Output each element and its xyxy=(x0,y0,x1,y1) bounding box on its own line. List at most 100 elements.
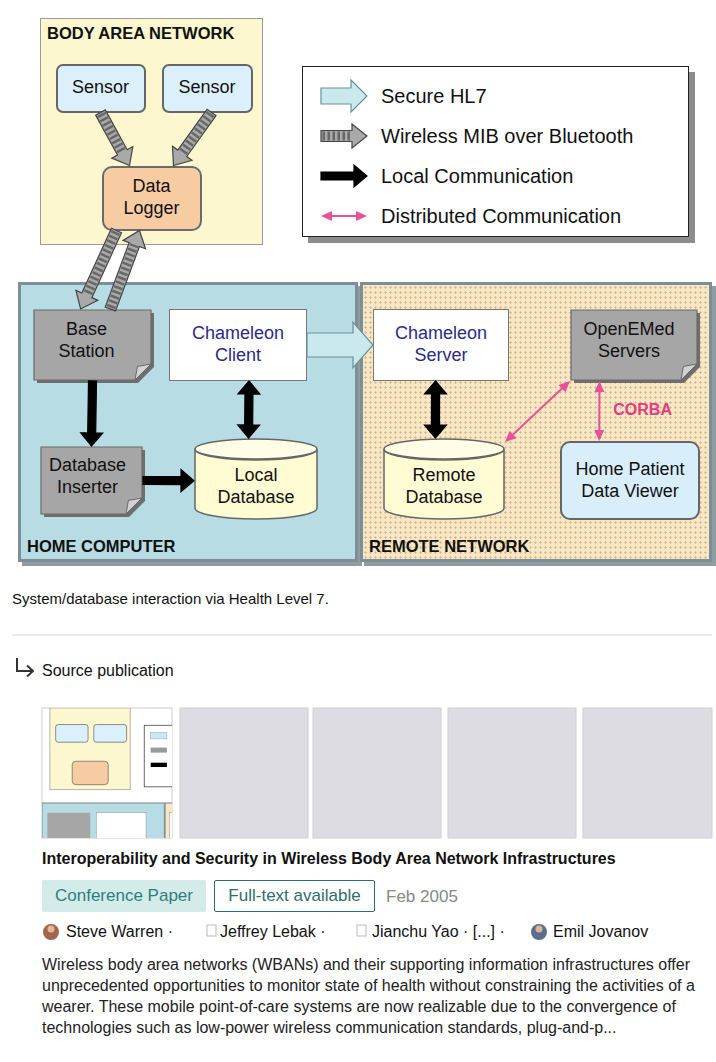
document-box: Database Inserter xyxy=(40,446,143,515)
node-label: Database Inserter xyxy=(46,455,129,498)
node-label: Base Station xyxy=(43,319,130,362)
node-label: Sensor xyxy=(72,77,129,99)
block-arrow xyxy=(143,470,194,492)
block-arrow xyxy=(238,381,260,438)
thumbnail-placeholder xyxy=(180,708,308,838)
legend-row: Secure HL7 xyxy=(303,76,683,116)
author-name: Emil Jovanov xyxy=(553,922,648,942)
legend-text: Wireless MIB over Bluetooth xyxy=(381,125,633,148)
remote-band: REMOTE NETWORK Chameleon Server OpenEMed S… xyxy=(360,282,712,562)
node-label: Chameleon Server xyxy=(380,323,502,366)
thumb-shape xyxy=(151,748,167,753)
thumb-shape xyxy=(151,732,167,738)
database-cylinder: Remote Database xyxy=(383,438,505,520)
node-label: Home Patient Data Viewer xyxy=(574,459,686,502)
block-arrow xyxy=(81,381,103,446)
local-connector xyxy=(238,381,260,438)
author-icon xyxy=(207,925,216,936)
thumb-shape xyxy=(170,813,172,838)
arrow-stripes xyxy=(101,114,122,153)
block-arrow xyxy=(321,124,367,148)
block-arrow xyxy=(105,231,145,311)
node-label: Local Database xyxy=(208,465,304,508)
legend-text: Local Communication xyxy=(381,165,573,188)
document-body xyxy=(41,447,142,514)
author-avatar-face xyxy=(48,926,55,933)
thumb-shape xyxy=(72,761,108,784)
arrow-head xyxy=(594,381,604,392)
thumb-shape xyxy=(165,803,172,838)
thumb-shape xyxy=(96,813,146,838)
connector-line xyxy=(598,390,600,432)
legend-text: Distributed Communication xyxy=(381,205,621,228)
legend-row: Local Communication xyxy=(303,156,683,196)
thumbnail-figure xyxy=(42,708,172,838)
author-icon xyxy=(357,925,366,936)
block-arrow xyxy=(424,381,446,438)
band-heading: REMOTE NETWORK xyxy=(369,537,529,556)
legend-row: Wireless MIB over Bluetooth xyxy=(303,116,683,156)
wireless-connector xyxy=(76,228,122,309)
cylinder-top xyxy=(384,439,504,459)
block-arrow xyxy=(307,322,373,368)
thumbnail-placeholder xyxy=(583,708,712,838)
arrow-stripes xyxy=(182,114,210,154)
node-label: Remote Database xyxy=(395,465,493,508)
legend-swatch xyxy=(317,76,373,116)
reply-arrow-head xyxy=(27,666,33,677)
thumb-shape xyxy=(42,803,164,838)
node-label: Full-text available xyxy=(228,886,360,906)
network-band: BODY AREA NETWORKSensorSensorData Logger xyxy=(40,18,263,245)
local-connector xyxy=(424,381,446,438)
thumbnail-placeholder xyxy=(313,708,441,838)
node-label: OpenEMed Servers xyxy=(576,319,682,362)
legend-swatch xyxy=(317,156,373,196)
document-body xyxy=(571,310,697,380)
node-label: Chameleon Client xyxy=(176,323,300,366)
figure-caption: System/database interaction via Health L… xyxy=(12,590,329,607)
process-box: Chameleon Server xyxy=(373,309,509,381)
legend-text: Secure HL7 xyxy=(381,85,487,108)
block-arrow xyxy=(96,110,133,166)
arrow-stripes xyxy=(111,245,134,308)
connector-line xyxy=(330,215,358,217)
wireless-connector xyxy=(105,231,145,311)
viewer-box: Home Patient Data Viewer xyxy=(560,441,700,520)
separator-line xyxy=(12,635,712,636)
wireless-connector xyxy=(96,110,133,166)
arrow-stripes xyxy=(87,232,116,295)
database-cylinder: Local Database xyxy=(194,438,318,520)
sensor-box: Sensor xyxy=(56,64,146,113)
type-badge: Conference Paper xyxy=(42,880,206,912)
abstract-text: Wireless body area networks (WBANs) and … xyxy=(42,954,712,1038)
hl7-connector xyxy=(307,322,373,368)
process-box: Chameleon Client xyxy=(169,309,307,381)
thumb-shape xyxy=(47,813,90,838)
document-fold xyxy=(135,364,151,380)
document-fold xyxy=(681,364,697,380)
arrow-head xyxy=(559,381,570,392)
edge-label: CORBA xyxy=(613,401,672,419)
thumb-shape xyxy=(94,725,127,743)
local-connector xyxy=(81,381,103,446)
node-label: Data Logger xyxy=(118,176,186,219)
dist-connector xyxy=(594,381,604,441)
author-name: Steve Warren · xyxy=(66,922,173,942)
author-avatar xyxy=(43,924,59,940)
block-arrow xyxy=(173,109,217,165)
block-arrow xyxy=(76,228,122,309)
dist-connector xyxy=(505,381,570,442)
connector-line xyxy=(511,387,563,436)
thumb-shape xyxy=(56,725,88,743)
author-avatar-face xyxy=(536,926,543,933)
block-arrow xyxy=(321,80,367,112)
arrow-head xyxy=(594,430,604,441)
node-label: Conference Paper xyxy=(55,886,193,906)
band-heading: HOME COMPUTER xyxy=(27,537,176,556)
logger-box: Data Logger xyxy=(102,166,202,231)
band-heading: BODY AREA NETWORK xyxy=(47,24,234,43)
publication-date: Feb 2005 xyxy=(386,886,458,907)
cylinder-top xyxy=(195,439,317,459)
legend-row: Distributed Communication xyxy=(303,196,683,236)
thumb-shape xyxy=(50,708,130,790)
